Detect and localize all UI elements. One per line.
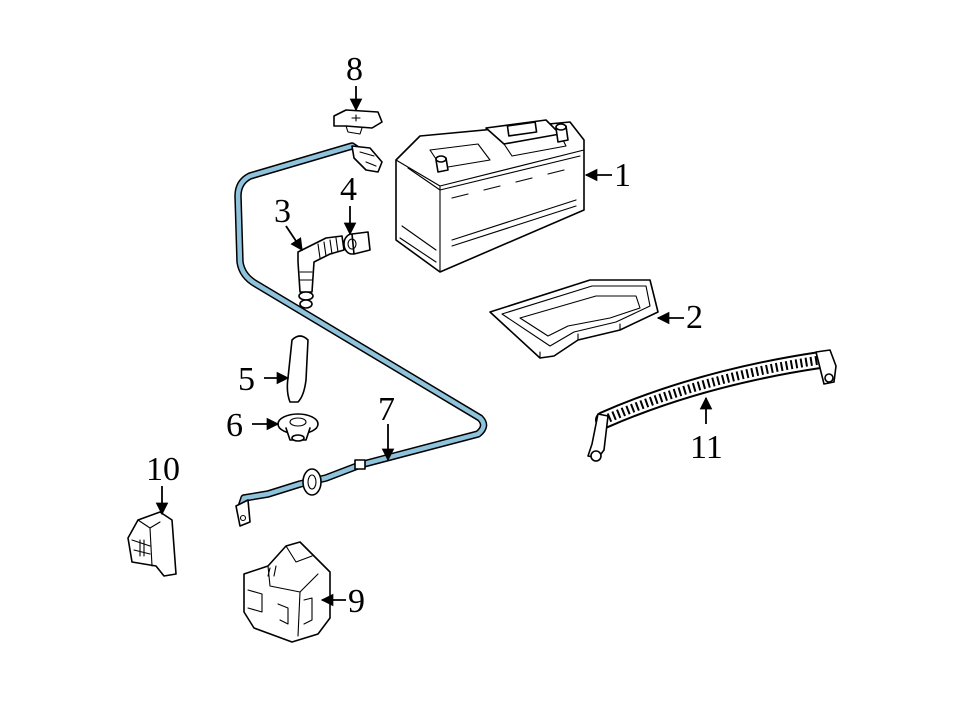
terminal-cover <box>333 109 383 135</box>
callout-3: 3 <box>274 193 291 230</box>
callout-8: 8 <box>346 51 363 88</box>
callout-7: 7 <box>378 391 395 428</box>
leader-lines <box>155 86 713 607</box>
callout-4: 4 <box>340 171 357 208</box>
callout-5: 5 <box>238 361 255 398</box>
callout-1: 1 <box>614 157 631 194</box>
callout-2: 2 <box>686 299 703 336</box>
callout-11: 11 <box>690 429 723 466</box>
fuse-box <box>243 541 331 643</box>
vent-plug <box>343 231 371 255</box>
vent-hose-straight <box>286 335 309 403</box>
battery-tray <box>489 279 659 359</box>
callout-6: 6 <box>226 407 243 444</box>
callout-10: 10 <box>146 451 180 488</box>
battery <box>395 119 585 273</box>
vent-hose-elbow <box>297 235 345 309</box>
callout-9: 9 <box>348 583 365 620</box>
sensor-relay <box>127 511 177 577</box>
battery-cable <box>587 349 837 462</box>
vent-cable-harness <box>234 142 488 527</box>
vent-grommet <box>277 413 319 442</box>
callout-labels: 1 2 3 4 5 6 7 8 9 10 11 <box>146 51 723 620</box>
leader-3 <box>285 225 303 252</box>
